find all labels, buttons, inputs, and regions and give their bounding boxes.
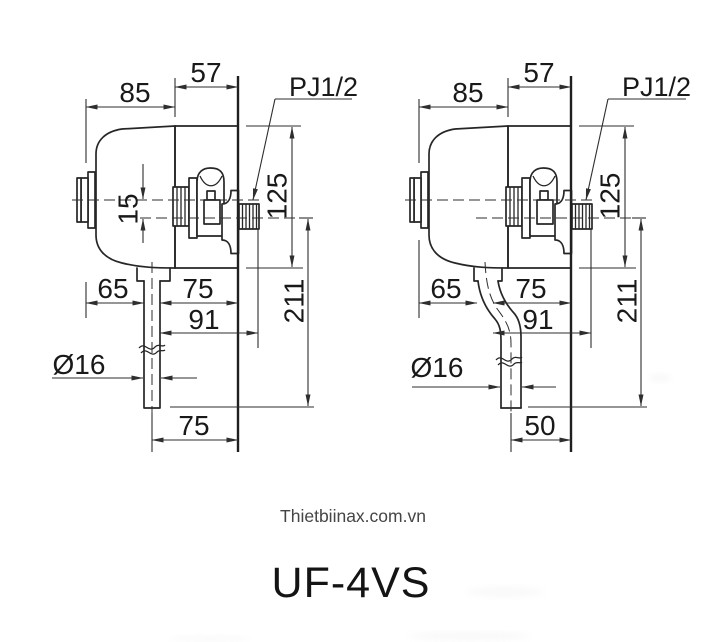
valve-flange xyxy=(188,177,198,239)
watermark: Thietbiinax.com.vn xyxy=(280,506,426,526)
dim-wall-to-valve: 57 xyxy=(190,57,221,88)
thread-size-label: PJ1/2 xyxy=(622,72,691,102)
valve-body xyxy=(409,76,593,452)
dim-body-depth: 85 xyxy=(119,77,150,108)
dim-centers-offset: 15 xyxy=(113,193,144,224)
dim-pipe-to-wall: 75 xyxy=(182,273,213,304)
right-view: 57 85 125 211 65 75 91 Ø16 50 PJ1/2 xyxy=(405,57,691,452)
dimension-lines xyxy=(412,84,686,443)
product-title: UF-4VS xyxy=(272,559,431,607)
extension-lines xyxy=(85,78,314,452)
dim-inlet-height: 125 xyxy=(595,173,626,220)
valve-flange xyxy=(521,177,531,239)
dim-pipe-to-wall: 75 xyxy=(515,273,546,304)
dim-pipe-diameter: Ø16 xyxy=(411,352,464,383)
pipe-break-icon xyxy=(495,356,523,362)
outlet-boss xyxy=(473,267,503,282)
dim-pipe-to-thread: 91 xyxy=(522,304,553,335)
dim-outlet-to-wall: 75 xyxy=(178,410,209,441)
centerlines xyxy=(405,199,631,418)
dim-outlet-to-wall: 50 xyxy=(524,410,555,441)
centerlines xyxy=(72,199,298,418)
dim-front-to-pipe: 65 xyxy=(97,273,128,304)
dim-front-to-pipe: 65 xyxy=(430,273,461,304)
body-dome-outline xyxy=(428,125,509,269)
dim-body-depth: 85 xyxy=(452,77,483,108)
outlet-boss xyxy=(136,267,171,282)
dim-total-height: 211 xyxy=(279,279,310,324)
valve-body xyxy=(76,76,260,452)
dim-pipe-to-thread: 91 xyxy=(188,304,219,335)
stop-valve-assembly xyxy=(172,167,260,255)
thread-size-label: PJ1/2 xyxy=(289,72,358,102)
dim-wall-to-valve: 57 xyxy=(523,57,554,88)
dim-total-height: 211 xyxy=(612,279,643,324)
dim-inlet-height: 125 xyxy=(262,173,293,220)
pipe-break-icon xyxy=(138,344,166,350)
dimension-lines xyxy=(52,84,352,443)
left-view: 57 85 15 125 211 65 75 91 Ø16 75 PJ1/2 xyxy=(52,57,358,452)
dim-pipe-diameter: Ø16 xyxy=(53,349,106,380)
stop-valve-assembly xyxy=(505,167,593,255)
scan-artifacts xyxy=(170,373,671,642)
